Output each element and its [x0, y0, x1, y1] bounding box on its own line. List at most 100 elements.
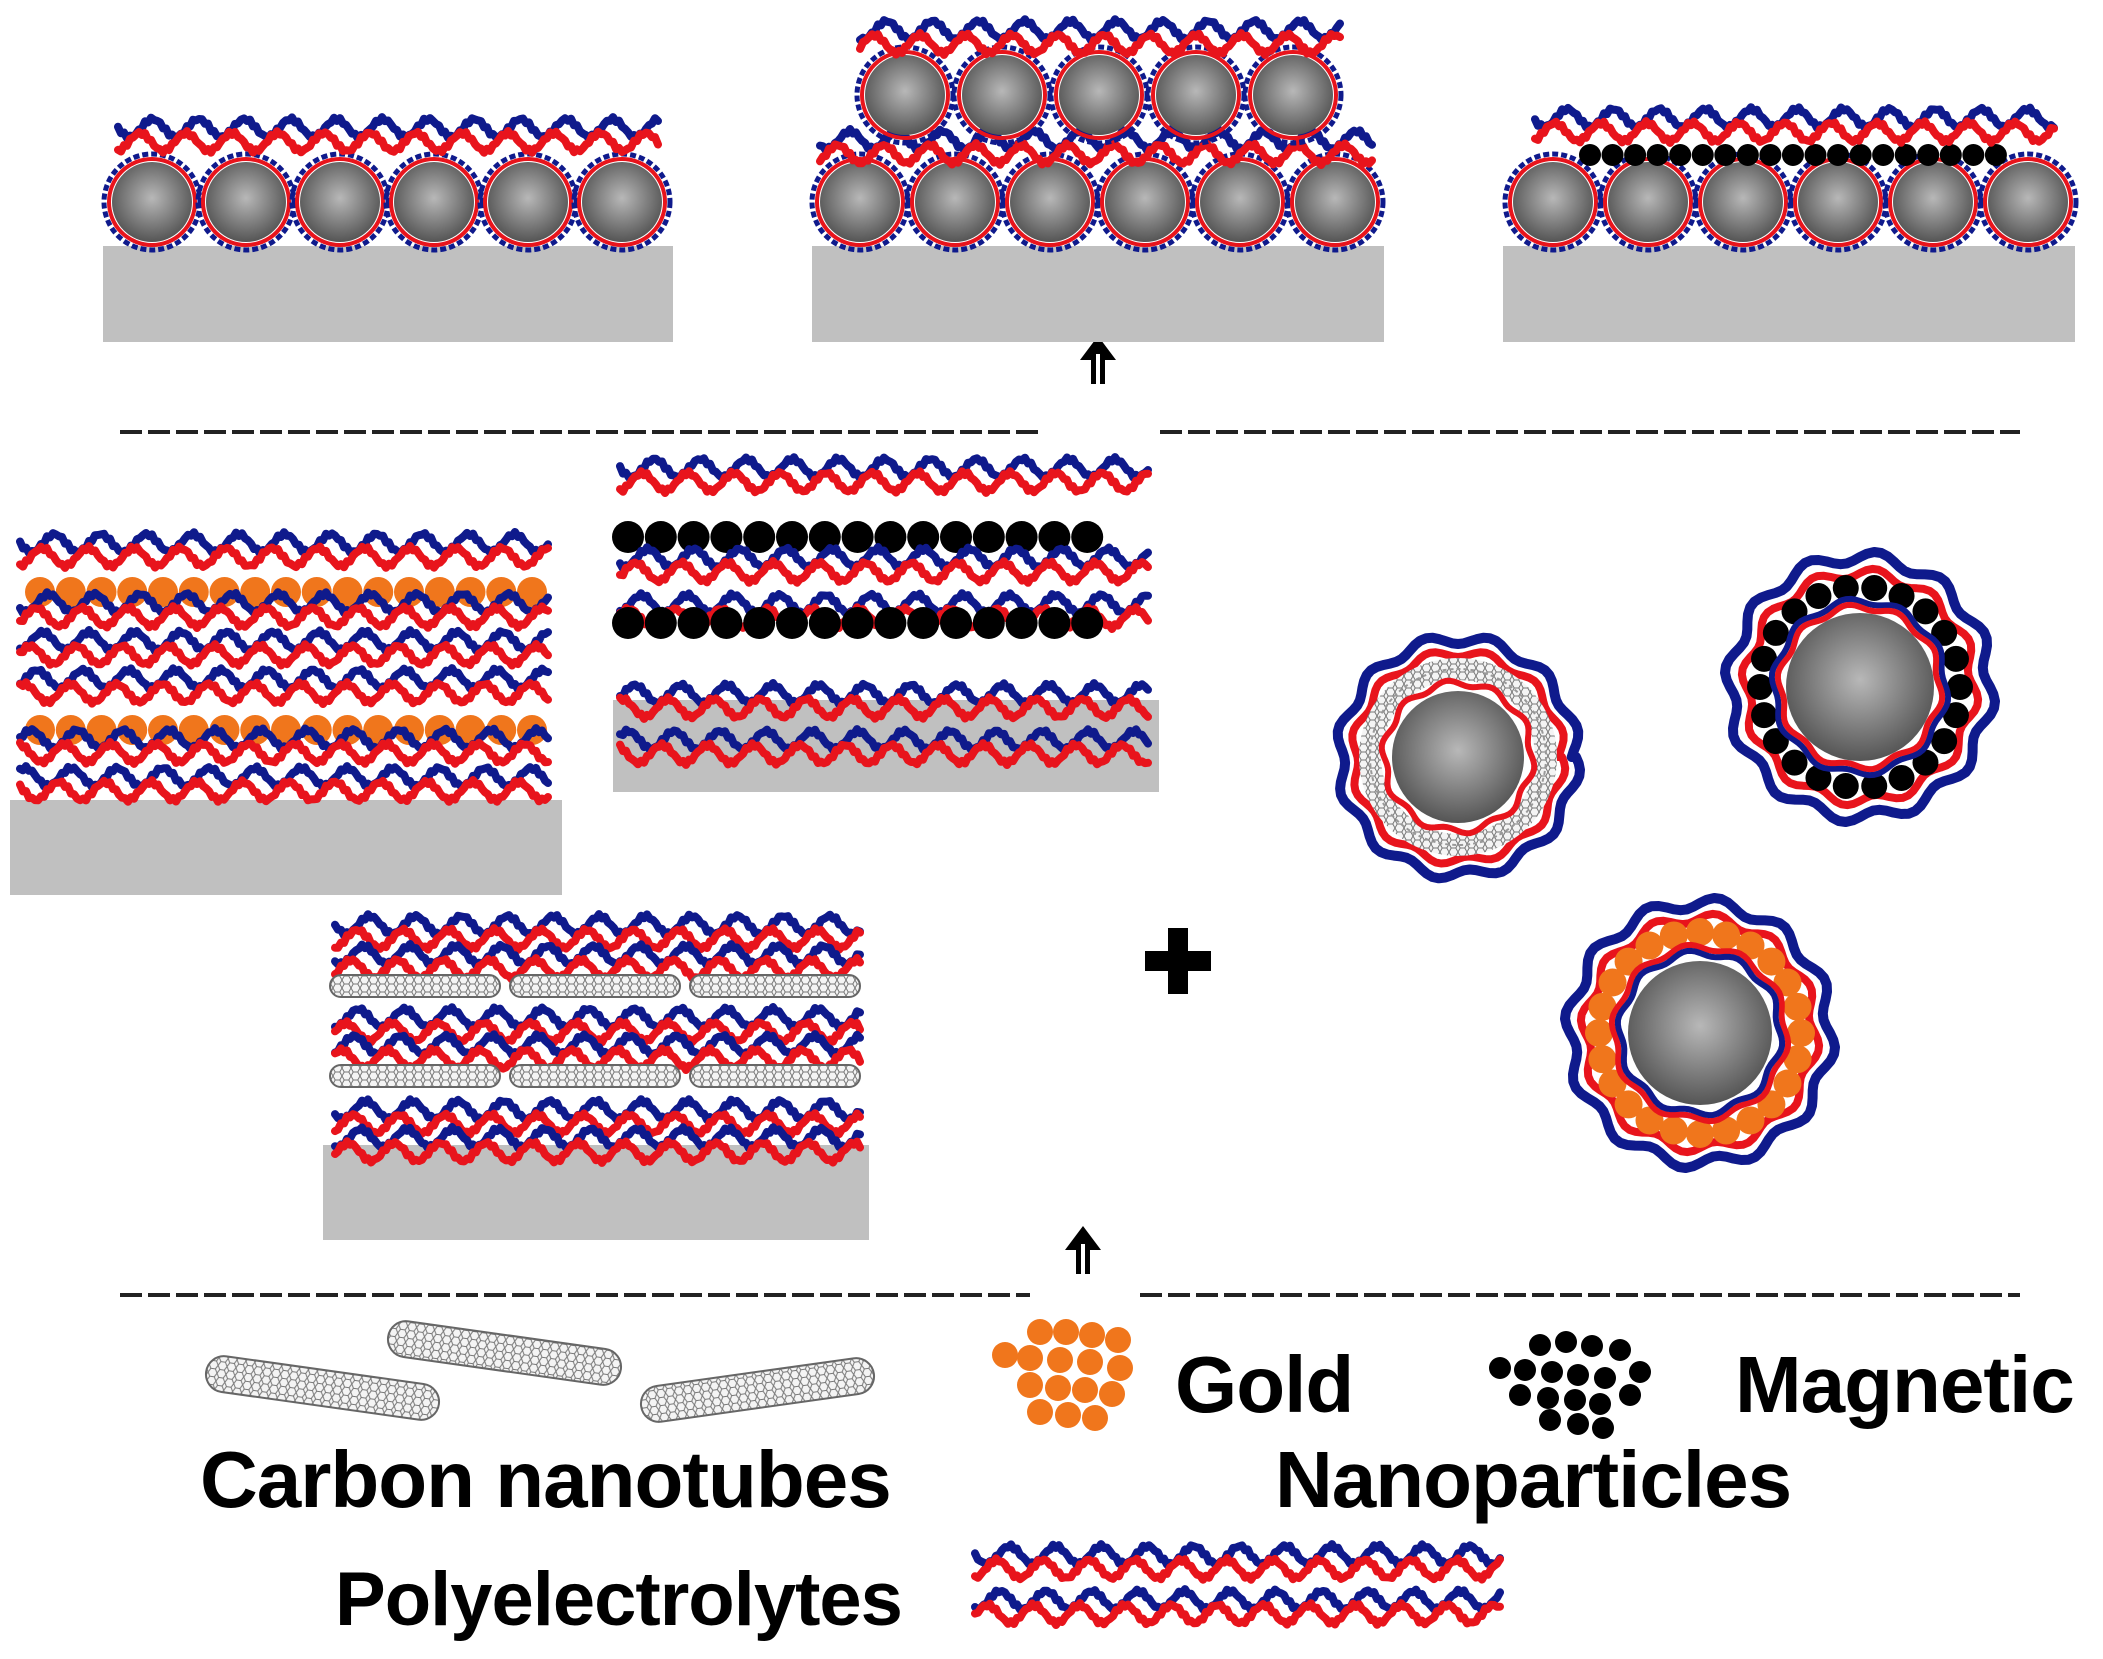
gold-particle [1773, 1069, 1802, 1098]
label-magnetic: Magnetic [1735, 1340, 2075, 1429]
particle-coating-inner [1248, 50, 1338, 140]
gold-particle [25, 715, 55, 745]
gold-particle [992, 1342, 1018, 1368]
particle-coating-outer [1242, 44, 1344, 146]
magnetic-particle [1861, 575, 1888, 602]
magnetic-particle [972, 607, 1005, 639]
particle-coating-inner [483, 157, 573, 247]
magnetic-particle [612, 607, 644, 639]
gold-particle [1585, 1019, 1613, 1047]
gold-particle [486, 577, 517, 607]
particle-coating-inner [1054, 50, 1144, 140]
up-double-arrow-icon [1065, 1226, 1101, 1274]
particle-coating-inner [577, 157, 667, 247]
gold-particle [301, 715, 332, 745]
substrate [103, 246, 673, 342]
nanotube [689, 974, 861, 998]
gold-particle [1783, 992, 1812, 1021]
nanotube [386, 1320, 623, 1386]
particle-coating-outer [1502, 151, 1604, 253]
polycation-chain [971, 1554, 1504, 1584]
gold-particle [1659, 1116, 1688, 1145]
magnetic-particle [1781, 144, 1804, 166]
magnetic-particle [940, 521, 972, 553]
magnetic-particle [1917, 144, 1940, 166]
gold-particle [1017, 1345, 1043, 1371]
magnetic-particle [1894, 144, 1917, 166]
polycation-chain [856, 29, 1344, 59]
magnetic-particle [1759, 144, 1782, 166]
gold-particle [1027, 1399, 1053, 1425]
gold-particle [55, 577, 86, 607]
film-bilayer-particles [809, 15, 1386, 342]
magnetic-particle [1624, 144, 1647, 166]
gold-particle [1045, 1375, 1071, 1401]
magnetic-particle [1984, 144, 2007, 166]
film-gold-multilayer [10, 528, 562, 895]
polycation-shell [1378, 677, 1538, 837]
polycation-shell [1348, 648, 1570, 868]
gold-particle [394, 715, 424, 745]
colloid-core [1295, 162, 1375, 242]
polycation-chain [16, 678, 552, 708]
substrate [812, 246, 1384, 342]
gold-particle [1783, 1045, 1812, 1074]
gold-particle [1077, 1349, 1103, 1375]
magnetic-particle [710, 607, 743, 639]
magnetic-particle [1539, 1409, 1561, 1431]
gold-particle [1787, 1019, 1815, 1047]
magnetic-particle [1646, 144, 1669, 166]
gold-particle [1712, 1116, 1741, 1145]
magnetic-particle [1529, 1334, 1551, 1356]
polyanion-chain [331, 1003, 864, 1033]
colloid-core [1513, 162, 1593, 242]
magnetic-particle [1861, 772, 1888, 799]
particle-coating-inner [107, 157, 197, 247]
legend-nanotube-icon [204, 1320, 876, 1423]
gold-particle [1027, 1319, 1053, 1345]
magnetic-particle [1567, 1364, 1589, 1386]
gold-particle [424, 577, 455, 607]
magnetic-particle [874, 521, 907, 553]
legend-gold-icon [992, 1319, 1133, 1431]
polyanion-chain [971, 1585, 1504, 1615]
polyanion-chain [331, 1095, 864, 1125]
capsule-magnetic-shell [1720, 547, 2000, 827]
polycation-chain [971, 1599, 1504, 1629]
particle-coating-outer [1145, 44, 1247, 146]
magnetic-particle [1804, 144, 1827, 166]
nanotube-body [204, 1355, 441, 1421]
nanotube [689, 1064, 861, 1088]
magnetic-particle [1736, 144, 1759, 166]
polyanion-chain [331, 1123, 864, 1153]
magnetic-particle [1942, 645, 1969, 672]
gold-particle [178, 577, 209, 607]
gold-particle [1712, 921, 1741, 950]
magnetic-particle [1509, 1384, 1531, 1406]
capsule-gold-shell [1560, 893, 1840, 1173]
magnetic-particle [1555, 1331, 1577, 1353]
polycation-chain [331, 1109, 864, 1139]
magnetic-particle [1005, 607, 1038, 639]
polyanion-chain [971, 1540, 1504, 1570]
polyanion-chain [616, 453, 1152, 483]
colloid-core [1786, 613, 1934, 761]
nanotube [329, 974, 501, 998]
magnetic-particle [1888, 583, 1915, 610]
particle-coating-outer [904, 151, 1006, 253]
nanotube-body [689, 1064, 861, 1088]
magnetic-particle [907, 607, 940, 639]
polyanion-chain [331, 910, 864, 940]
label-polyelectrolytes: Polyelectrolytes [335, 1557, 903, 1642]
polycation-shell [1608, 941, 1792, 1125]
label-gold: Gold [1175, 1340, 1354, 1429]
magnetic-particle [1601, 144, 1624, 166]
polyanion-shell [1768, 595, 1952, 779]
polycation-chain [16, 738, 552, 768]
magnetic-particle [808, 521, 841, 553]
magnetic-particle [874, 607, 907, 639]
colloid-core [865, 55, 945, 135]
colloid-core [1059, 55, 1139, 135]
polycation-chain [16, 542, 552, 572]
